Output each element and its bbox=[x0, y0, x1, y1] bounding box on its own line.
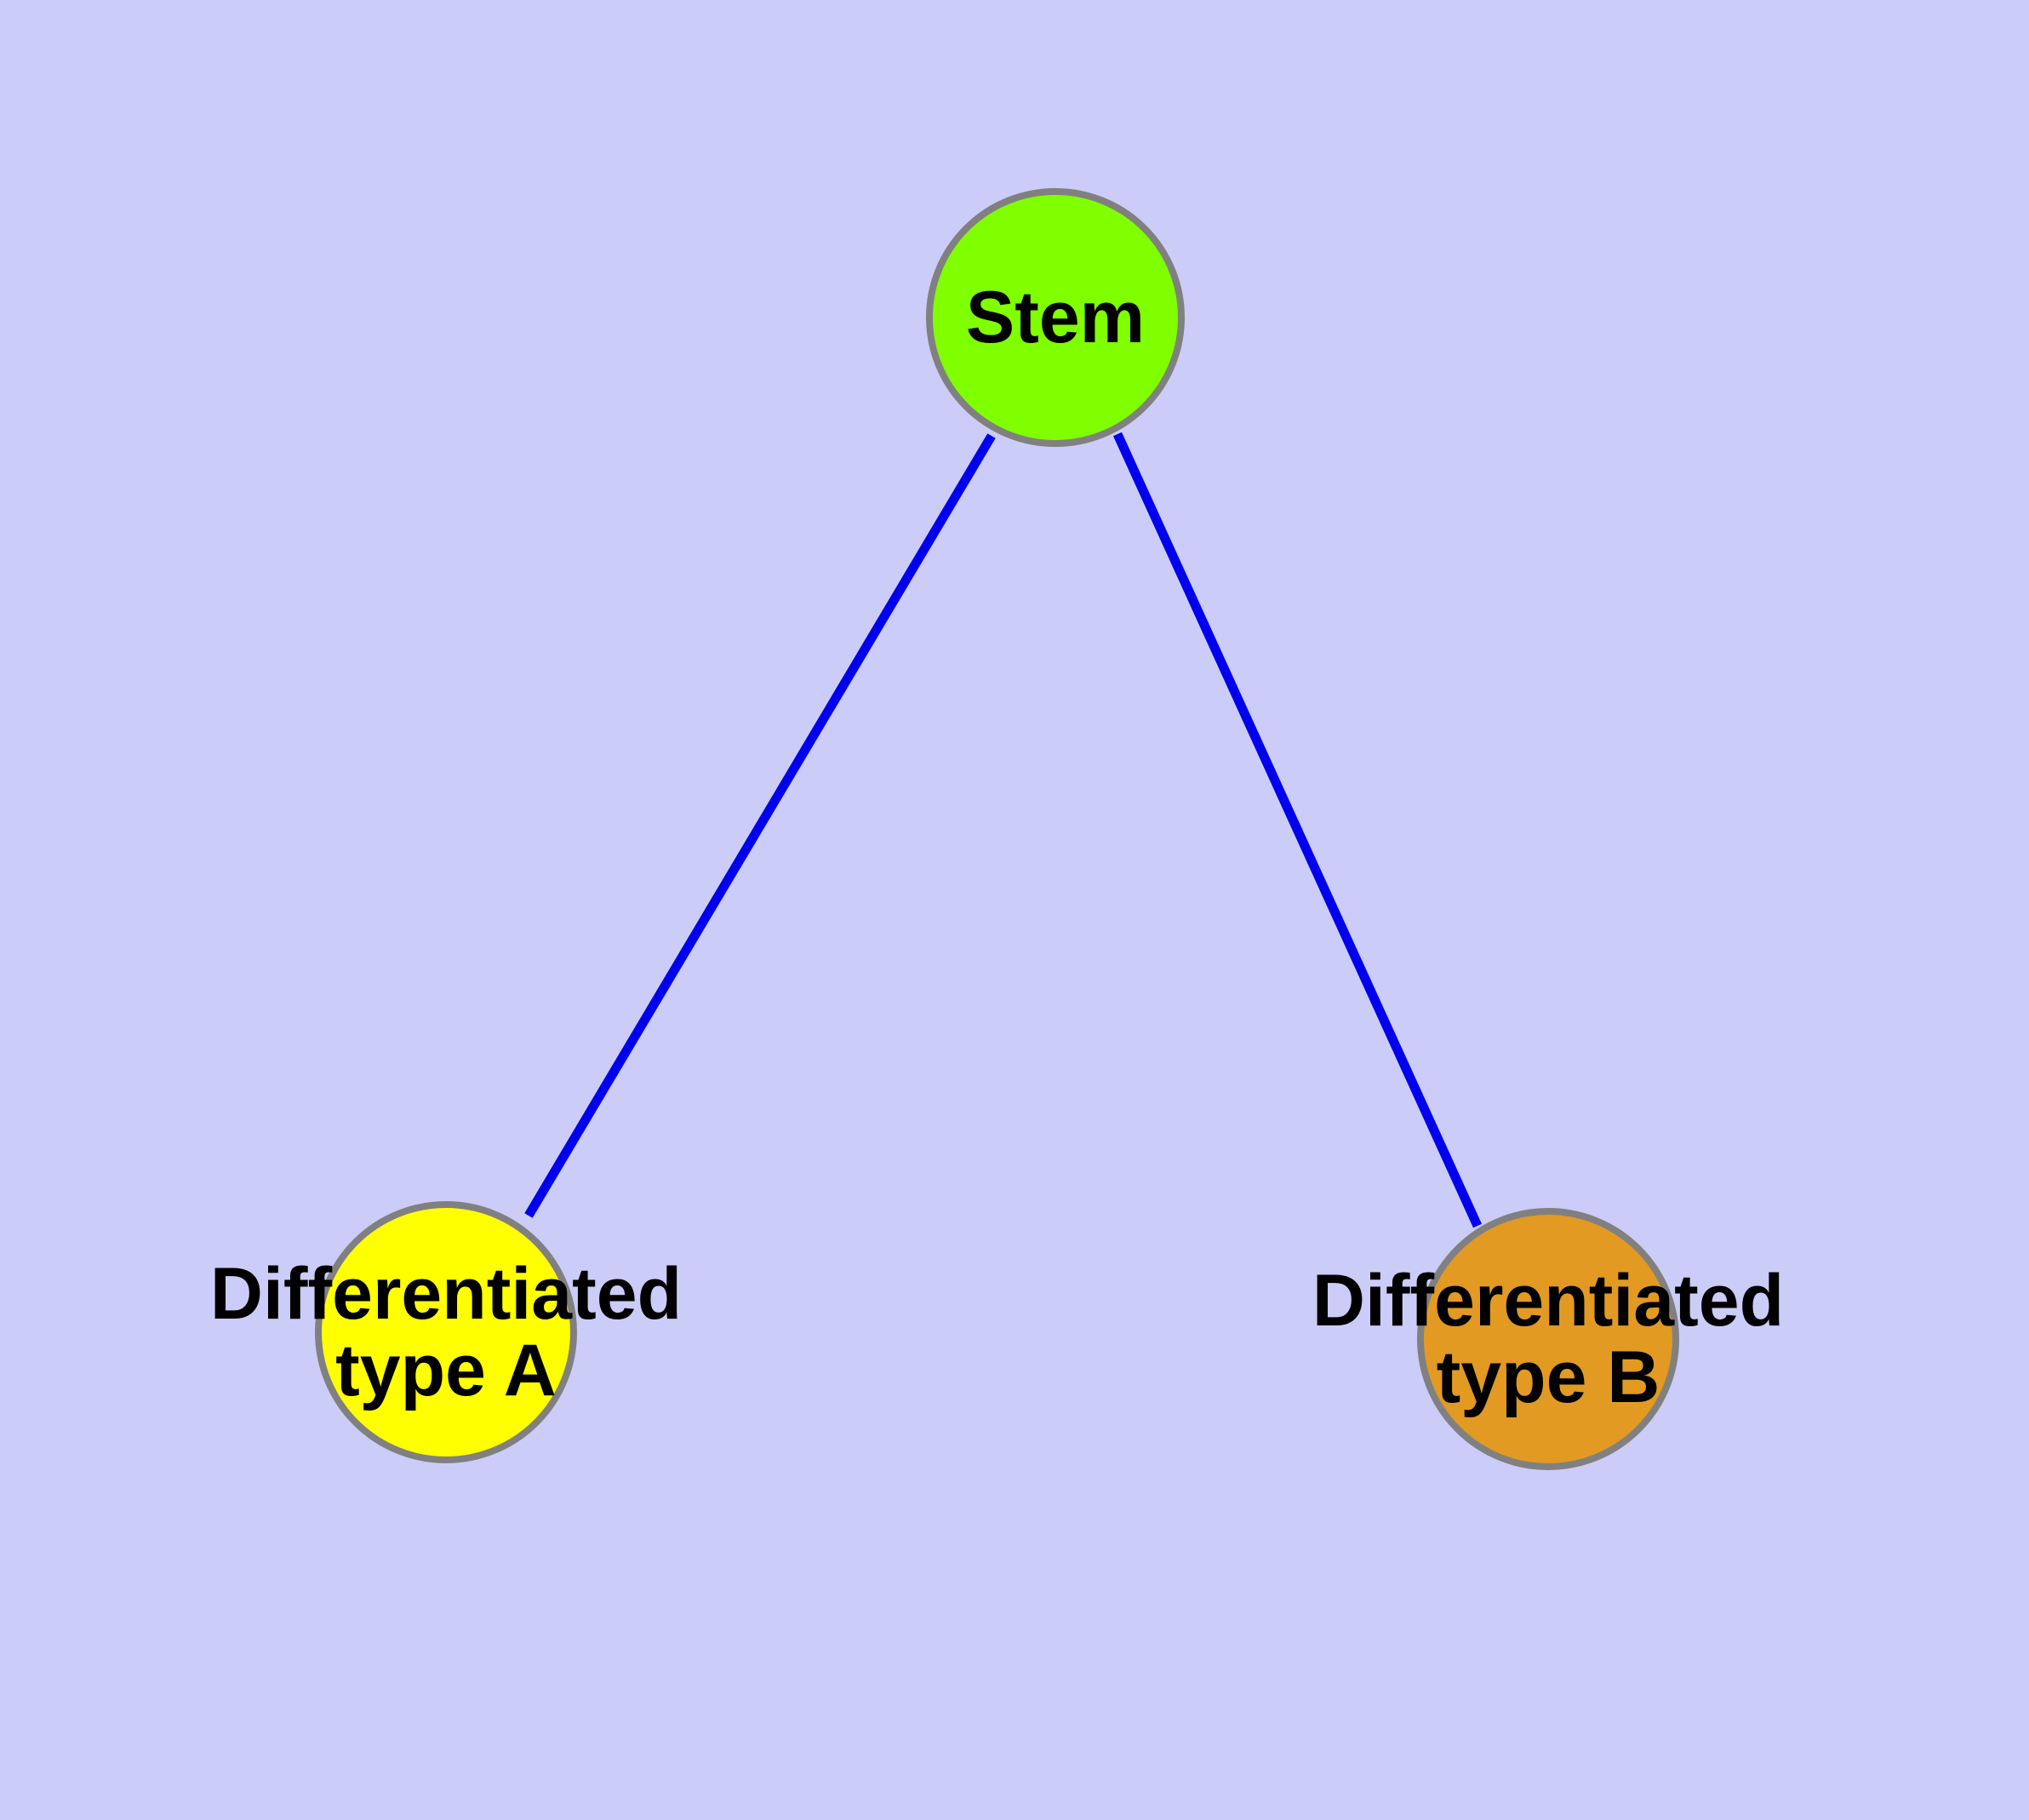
edge-stem-to-differentiated-type-a bbox=[524, 433, 996, 1218]
node-label-line: Differentiated bbox=[210, 1253, 682, 1335]
node-label-line: type B bbox=[1437, 1336, 1660, 1418]
node-label-line: Differentiated bbox=[1312, 1260, 1784, 1342]
node-label-line: Stem bbox=[966, 277, 1145, 358]
nodes-layer bbox=[315, 188, 1679, 1470]
node-label-stem: Stem bbox=[966, 277, 1145, 358]
node-differentiated-type-b[interactable] bbox=[1417, 1208, 1679, 1470]
node-label-line: type A bbox=[335, 1330, 557, 1411]
edges-layer bbox=[524, 432, 1483, 1228]
node-differentiated-type-a[interactable] bbox=[315, 1201, 577, 1463]
node-stem[interactable] bbox=[926, 188, 1185, 447]
edge-stem-to-differentiated-type-b bbox=[1112, 432, 1483, 1228]
